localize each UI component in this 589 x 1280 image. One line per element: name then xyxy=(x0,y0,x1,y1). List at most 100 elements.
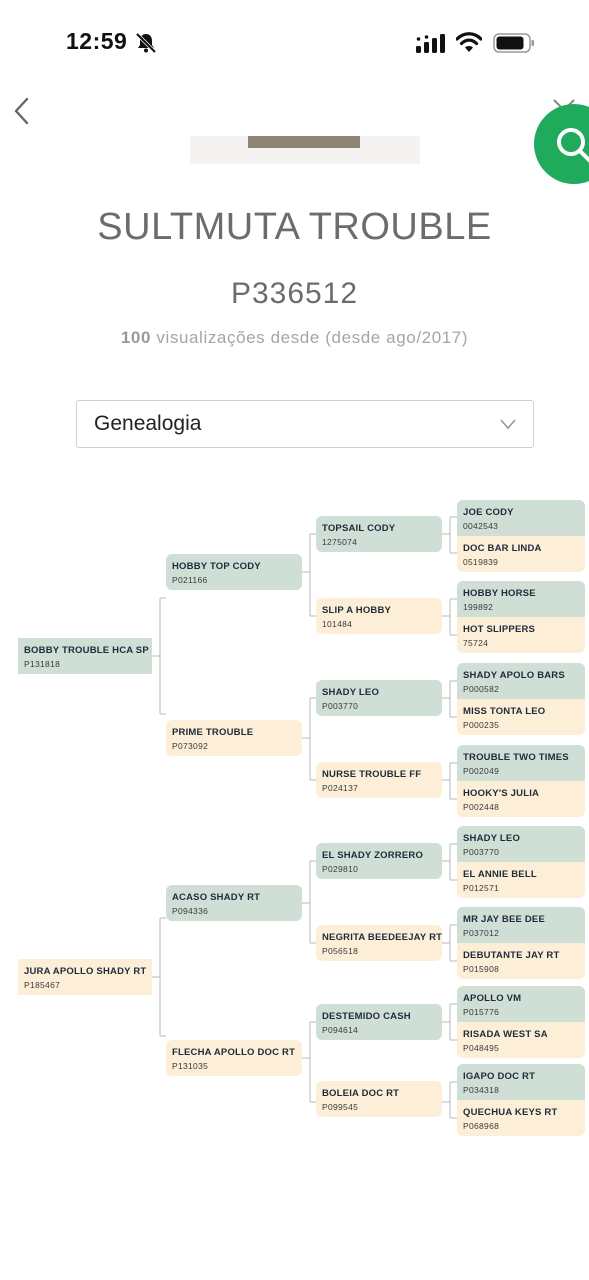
pedigree-node-g3[interactable]: DESTEMIDO CASH P094614 xyxy=(316,1004,442,1040)
node-reg: P131035 xyxy=(172,1061,209,1071)
pedigree-node-g4[interactable]: MR JAY BEE DEE P037012 xyxy=(457,907,585,943)
node-name: MISS TONTA LEO xyxy=(463,706,546,717)
node-name: JOE CODY xyxy=(463,507,514,518)
node-reg: 0042543 xyxy=(463,521,499,531)
node-name: HOBBY TOP CODY xyxy=(172,561,261,572)
bell-slash-icon xyxy=(135,32,157,54)
pedigree-node-g4[interactable]: QUECHUA KEYS RT P068968 xyxy=(457,1100,585,1136)
back-chevron-icon[interactable] xyxy=(10,94,36,128)
node-reg: P012571 xyxy=(463,883,500,893)
pedigree-node-g4[interactable]: DEBUTANTE JAY RT P015908 xyxy=(457,943,585,979)
pedigree-node-g3[interactable]: NEGRITA BEEDEEJAY RT P056518 xyxy=(316,925,442,961)
pedigree-tree: BOBBY TROUBLE HCA SP P131818 JURA APOLLO… xyxy=(0,480,589,1160)
section-select[interactable]: Genealogia xyxy=(76,400,534,448)
node-reg: P000582 xyxy=(463,684,500,694)
node-name: NEGRITA BEEDEEJAY RT xyxy=(322,932,442,943)
node-name: DOC BAR LINDA xyxy=(463,543,542,554)
node-name: SLIP A HOBBY xyxy=(322,605,392,616)
node-reg: P073092 xyxy=(172,741,209,751)
node-reg: P015908 xyxy=(463,964,500,974)
pedigree-node-g4[interactable]: EL ANNIE BELL P012571 xyxy=(457,862,585,898)
pedigree-node-g4[interactable]: JOE CODY 0042543 xyxy=(457,500,585,536)
node-name: TOPSAIL CODY xyxy=(322,523,396,534)
node-name: DESTEMIDO CASH xyxy=(322,1011,411,1022)
node-name: SHADY LEO xyxy=(322,687,380,698)
views-text: visualizações desde xyxy=(156,328,320,347)
node-name: RISADA WEST SA xyxy=(463,1029,548,1040)
search-fab-button[interactable] xyxy=(534,104,589,184)
pedigree-node-g3[interactable]: BOLEIA DOC RT P099545 xyxy=(316,1081,442,1117)
pedigree-node-sire-dam[interactable]: PRIME TROUBLE P073092 xyxy=(166,720,302,756)
node-name: NURSE TROUBLE FF xyxy=(322,769,422,780)
pedigree-node-dam-sire[interactable]: ACASO SHADY RT P094336 xyxy=(166,885,302,921)
node-reg: P024137 xyxy=(322,783,359,793)
node-name: EL ANNIE BELL xyxy=(463,869,537,880)
node-name: QUECHUA KEYS RT xyxy=(463,1107,558,1118)
pedigree-node-dam-dam[interactable]: FLECHA APOLLO DOC RT P131035 xyxy=(166,1040,302,1076)
node-reg: P002049 xyxy=(463,766,500,776)
pedigree-node-g4[interactable]: MISS TONTA LEO P000235 xyxy=(457,699,585,735)
pedigree-node-dam[interactable]: JURA APOLLO SHADY RT P185467 xyxy=(18,959,152,995)
node-name: PRIME TROUBLE xyxy=(172,727,254,738)
node-name: MR JAY BEE DEE xyxy=(463,914,545,925)
node-name: APOLLO VM xyxy=(463,993,522,1004)
node-name: BOLEIA DOC RT xyxy=(322,1088,400,1099)
pedigree-node-g4[interactable]: APOLLO VM P015776 xyxy=(457,986,585,1022)
node-name: SHADY LEO xyxy=(463,833,521,844)
views-count: 100 xyxy=(120,328,152,347)
node-reg: P034318 xyxy=(463,1085,500,1095)
node-reg: P021166 xyxy=(172,575,208,585)
node-reg: P099545 xyxy=(322,1102,359,1112)
node-reg: P185467 xyxy=(24,980,61,990)
node-name: BOBBY TROUBLE HCA SP xyxy=(24,645,149,656)
node-reg: P000235 xyxy=(463,720,500,730)
pedigree-node-g4[interactable]: IGAPO DOC RT P034318 xyxy=(457,1064,585,1100)
pedigree-node-g4[interactable]: TROUBLE TWO TIMES P002049 xyxy=(457,745,585,781)
node-name: HOOKY'S JULIA xyxy=(463,788,540,799)
node-name: JURA APOLLO SHADY RT xyxy=(24,966,147,977)
node-name: DEBUTANTE JAY RT xyxy=(463,950,560,961)
status-time: 12:59 xyxy=(66,28,128,54)
node-reg: 199892 xyxy=(463,602,494,612)
node-name: TROUBLE TWO TIMES xyxy=(463,752,569,763)
node-name: IGAPO DOC RT xyxy=(463,1071,536,1082)
node-reg: P068968 xyxy=(463,1121,500,1131)
pedigree-node-g4[interactable]: HOT SLIPPERS 75724 xyxy=(457,617,585,653)
chevron-down-icon xyxy=(500,419,516,430)
node-name: HOT SLIPPERS xyxy=(463,624,536,635)
pedigree-connector-lines xyxy=(152,516,457,1119)
pedigree-node-g3[interactable]: NURSE TROUBLE FF P024137 xyxy=(316,762,442,798)
pedigree-node-g3[interactable]: EL SHADY ZORRERO P029810 xyxy=(316,843,442,879)
pedigree-node-g4[interactable]: DOC BAR LINDA 0519839 xyxy=(457,536,585,572)
pedigree-node-g3[interactable]: SHADY LEO P003770 xyxy=(316,680,442,716)
node-name: HOBBY HORSE xyxy=(463,588,536,599)
battery-icon xyxy=(493,33,534,53)
pedigree-node-sire-sire[interactable]: HOBBY TOP CODY P021166 xyxy=(166,554,302,590)
node-reg: P094614 xyxy=(322,1025,359,1035)
node-reg: P003770 xyxy=(322,701,359,711)
cellular-signal-icon xyxy=(416,34,445,53)
node-reg: P029810 xyxy=(322,864,359,874)
pedigree-node-g3[interactable]: TOPSAIL CODY 1275074 xyxy=(316,516,442,552)
node-reg: 101484 xyxy=(322,619,353,629)
node-name: ACASO SHADY RT xyxy=(172,892,261,903)
pedigree-node-g3[interactable]: SLIP A HOBBY 101484 xyxy=(316,598,442,634)
node-reg: P056518 xyxy=(322,946,359,956)
pedigree-node-g4[interactable]: SHADY LEO P003770 xyxy=(457,826,585,862)
pedigree-node-g4[interactable]: SHADY APOLO BARS P000582 xyxy=(457,663,585,699)
pedigree-node-sire[interactable]: BOBBY TROUBLE HCA SP P131818 xyxy=(18,638,152,674)
node-reg: P003770 xyxy=(463,847,500,857)
search-icon xyxy=(557,128,589,163)
pedigree-node-g4[interactable]: HOOKY'S JULIA P002448 xyxy=(457,781,585,817)
node-reg: 1275074 xyxy=(322,537,358,547)
node-reg: P048495 xyxy=(463,1043,500,1053)
wifi-icon xyxy=(456,32,482,52)
node-reg: P015776 xyxy=(463,1007,500,1017)
pedigree-node-g4[interactable]: HOBBY HORSE 199892 xyxy=(457,581,585,617)
node-reg: P094336 xyxy=(172,906,209,916)
pedigree-node-g4[interactable]: RISADA WEST SA P048495 xyxy=(457,1022,585,1058)
horse-photo xyxy=(190,136,420,164)
section-select-value: Genealogia xyxy=(94,412,202,435)
horse-registration: P336512 xyxy=(230,277,359,310)
node-reg: P002448 xyxy=(463,802,500,812)
